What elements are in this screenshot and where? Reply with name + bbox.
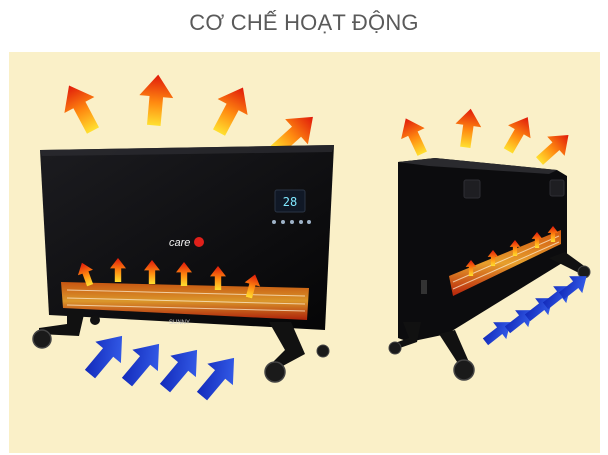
- control-display: [274, 189, 306, 213]
- hot-air-arrow-icon: [54, 77, 108, 139]
- hot-air-arrow-icon: [136, 73, 176, 127]
- hot-air-arrow-icon: [530, 125, 578, 171]
- power-switch-icon: [421, 280, 427, 294]
- rear-heater: [388, 158, 591, 381]
- control-buttons: [272, 220, 311, 224]
- heater-feet: [32, 310, 330, 383]
- display-readout: 28: [283, 195, 297, 209]
- heater-feet: [388, 252, 591, 381]
- hot-air-arrow-icon: [204, 79, 258, 141]
- brand-logo-mark-icon: [194, 237, 204, 247]
- page-title: CƠ CHẾ HOẠT ĐỘNG: [189, 10, 419, 35]
- rear-mounting-brackets: [463, 179, 565, 199]
- model-label: SUNNY: [169, 320, 190, 326]
- hot-air-arrow-icon: [496, 110, 540, 158]
- hot-air-arrow-icon: [393, 112, 435, 160]
- cold-air-arrow-icon: [189, 347, 247, 407]
- brand-logo: care: [169, 237, 190, 249]
- hot-air-arrow-icon: [452, 106, 484, 150]
- illustration-panel: 28 care SUNNY: [9, 52, 600, 453]
- heating-coil-lines: [66, 289, 306, 312]
- front-cold-air-arrows: [77, 325, 247, 407]
- heating-element: [449, 230, 561, 296]
- heater-illustration: 28 care SUNNY: [32, 73, 594, 407]
- front-heater: 28 care SUNNY: [32, 145, 334, 383]
- heater-rear-body: [398, 158, 567, 342]
